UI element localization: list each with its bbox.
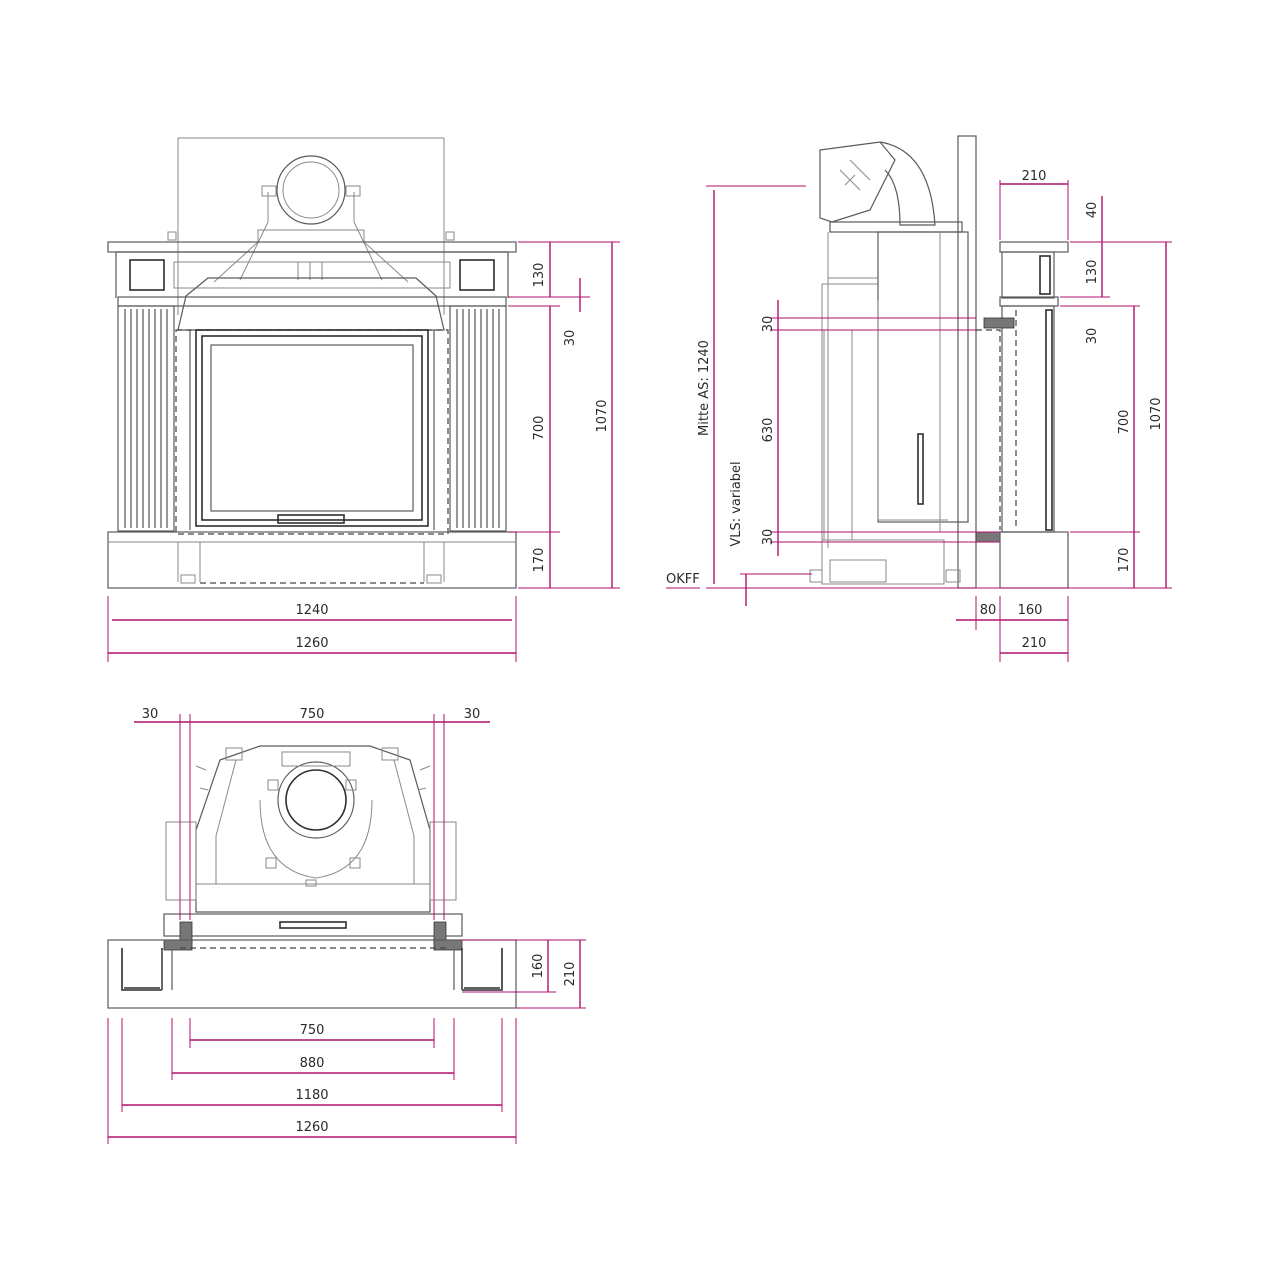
side-dim-700: 700 (1117, 410, 1132, 435)
front-dim-30: 30 (563, 330, 578, 347)
side-dim-130: 130 (1085, 260, 1100, 285)
plan-dim-1260: 1260 (295, 1120, 328, 1135)
side-dim-30-right: 30 (1085, 328, 1100, 345)
side-dim-80: 80 (980, 603, 997, 618)
side-dim-30-upper: 30 (761, 316, 776, 333)
side-label-okff: OKFF (666, 572, 700, 587)
front-dim-1240: 1240 (295, 603, 328, 618)
front-left-column (117, 305, 175, 532)
plan-dim-210: 210 (563, 962, 578, 987)
plan-dim-30-right: 30 (464, 707, 481, 722)
front-dim-130: 130 (532, 263, 547, 288)
front-base (107, 531, 517, 589)
front-dim-1070: 1070 (595, 399, 610, 432)
plan-view-dimensions: 30 750 30 160 210 750 880 1180 1260 (107, 707, 586, 1144)
side-dim-1070: 1070 (1149, 397, 1164, 430)
plan-dim-1180: 1180 (295, 1088, 328, 1103)
front-view-dimensions: 130 30 700 1070 170 1240 1260 (107, 241, 620, 662)
front-dim-1260: 1260 (295, 636, 328, 651)
front-glass (210, 344, 414, 512)
side-dim-630: 630 (761, 418, 776, 443)
front-view (107, 137, 517, 589)
side-dim-30-lower: 30 (761, 529, 776, 546)
plan-insert-outline (165, 745, 457, 913)
side-rear-wall (957, 135, 977, 589)
side-label-center-outlet: Mitte AS: 1240 (697, 340, 712, 436)
plan-dim-160: 160 (531, 954, 546, 979)
front-cornice (117, 296, 507, 307)
side-view-dimensions: Mitte AS: 1240 VLS: variabel OKFF 30 630… (666, 169, 1172, 662)
front-right-column (449, 305, 507, 532)
side-dim-170: 170 (1117, 548, 1132, 573)
side-dim-top-210: 210 (1022, 169, 1047, 184)
side-label-vls: VLS: variabel (729, 461, 744, 546)
plan-base-slab (107, 939, 517, 1009)
front-dim-700: 700 (532, 416, 547, 441)
plan-dim-750-top: 750 (300, 707, 325, 722)
plan-dim-30-left: 30 (142, 707, 159, 722)
side-view (809, 135, 1069, 589)
plan-dim-750: 750 (300, 1023, 325, 1038)
side-dim-160: 160 (1018, 603, 1043, 618)
front-frieze-left-panel (129, 259, 165, 291)
front-frieze-right-panel (459, 259, 495, 291)
side-cladding-shelf (999, 241, 1069, 253)
front-mantel-shelf (107, 241, 517, 253)
front-dim-170: 170 (532, 548, 547, 573)
front-door-frame (195, 329, 429, 527)
front-door-handle (277, 514, 345, 524)
plan-view (107, 745, 517, 1009)
side-dim-210-bottom: 210 (1022, 636, 1047, 651)
side-cladding-base (999, 531, 1069, 589)
side-flue-elbow (819, 141, 963, 233)
side-dim-40: 40 (1085, 202, 1100, 219)
plan-dim-880: 880 (300, 1056, 325, 1071)
